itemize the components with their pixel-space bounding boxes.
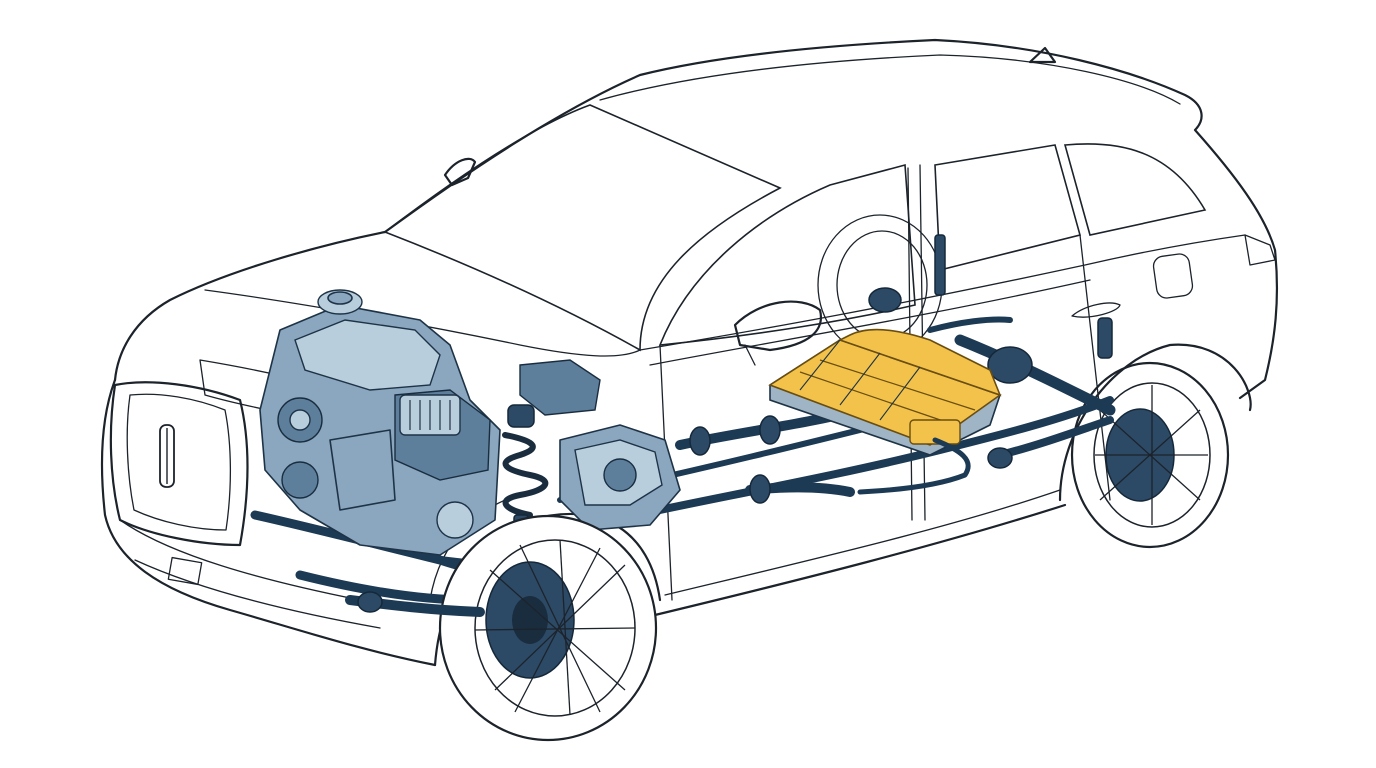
rear-axle <box>868 234 1116 469</box>
rear-wheel <box>1070 361 1230 549</box>
engine <box>259 289 601 556</box>
battery-pack <box>768 328 1002 495</box>
front-wheel <box>438 514 658 742</box>
drive-shaft <box>675 405 865 504</box>
car-body <box>100 38 1279 667</box>
front-axle <box>345 591 485 617</box>
transmission <box>559 424 681 531</box>
